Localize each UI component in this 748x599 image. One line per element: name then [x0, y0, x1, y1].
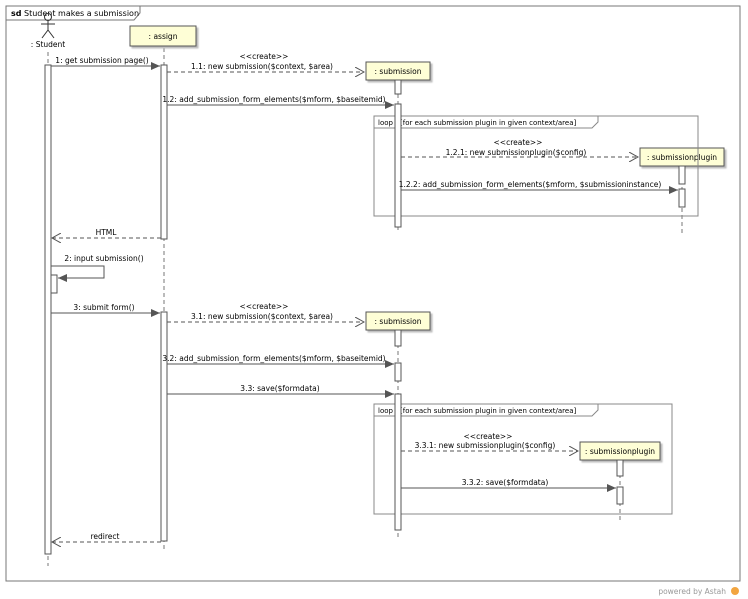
- activation-submission-2-create: [394, 329, 402, 347]
- message-3-3-1[interactable]: <<create>> 3.3.1: new submissionplugin($…: [401, 432, 578, 451]
- message-3-2[interactable]: 3.2: add_submission_form_elements($mform…: [162, 354, 394, 368]
- message-1-1[interactable]: <<create>> 1.1: new submission($context,…: [167, 52, 364, 72]
- message-3-3-label: 3.3: save($formdata): [240, 384, 319, 393]
- message-1-label: 1: get submission page(): [55, 56, 148, 65]
- message-3-1-stereotype: <<create>>: [240, 302, 289, 311]
- return-redirect-label: redirect: [91, 532, 120, 541]
- object-submission-2[interactable]: : submission: [365, 311, 431, 331]
- message-2-label: 2: input submission(): [64, 254, 143, 263]
- loop-1-guard: [for each submission plugin in given con…: [400, 119, 576, 127]
- message-2[interactable]: 2: input submission(): [51, 254, 144, 282]
- actor-student: [41, 13, 55, 39]
- astah-watermark: powered by Astah: [658, 587, 739, 596]
- activation-assign-1: [160, 64, 168, 240]
- object-submission-1[interactable]: : submission: [365, 61, 431, 81]
- object-plugin-2[interactable]: : submissionplugin: [579, 441, 661, 461]
- activation-plugin-1: [678, 188, 686, 208]
- object-submission-2-label: : submission: [375, 317, 422, 326]
- message-1-2-1-label: 1.2.1: new submissionplugin($config): [446, 148, 587, 157]
- message-1-2-2[interactable]: 1.2.2: add_submission_form_elements($mfo…: [399, 180, 678, 194]
- message-3-1[interactable]: <<create>> 3.1: new submission($context,…: [167, 302, 364, 322]
- actor-label: : Student: [31, 40, 65, 49]
- activations: [44, 64, 686, 555]
- loop-1-label: loop: [378, 119, 394, 127]
- frame-title: Student makes a submission: [24, 9, 139, 18]
- message-1-2-1[interactable]: <<create>> 1.2.1: new submissionplugin($…: [401, 138, 638, 157]
- actor-right-leg: [47, 29, 55, 39]
- object-plugin-1-label: : submissionplugin: [647, 153, 717, 162]
- astah-logo-icon: [731, 587, 739, 595]
- loop-2-label: loop: [378, 407, 394, 415]
- activation-plugin-2-create: [616, 459, 624, 477]
- object-assign-label: : assign: [149, 32, 178, 41]
- loop-fragment-2: loop [for each submission plugin in give…: [373, 403, 673, 515]
- loop-2-guard: [for each submission plugin in given con…: [400, 407, 576, 415]
- activation-plugin-2-save: [616, 486, 624, 505]
- loop-fragment-1: loop [for each submission plugin in give…: [373, 115, 699, 217]
- activation-submission-1: [394, 103, 402, 228]
- object-submission-1-label: : submission: [375, 67, 422, 76]
- message-1-2-2-label: 1.2.2: add_submission_form_elements($mfo…: [399, 180, 662, 189]
- message-1-2[interactable]: 1.2: add_submission_form_elements($mform…: [162, 95, 394, 109]
- object-assign[interactable]: : assign: [129, 25, 197, 47]
- object-plugin-2-label: : submissionplugin: [585, 447, 655, 456]
- message-3-2-label: 3.2: add_submission_form_elements($mform…: [162, 354, 385, 363]
- return-redirect[interactable]: redirect: [52, 532, 161, 542]
- message-1-1-stereotype: <<create>>: [240, 52, 289, 61]
- object-plugin-1[interactable]: : submissionplugin: [639, 147, 725, 167]
- message-3-3-1-stereotype: <<create>>: [464, 432, 513, 441]
- message-1-2-label: 1.2: add_submission_form_elements($mform…: [162, 95, 385, 104]
- message-3-1-label: 3.1: new submission($context, $area): [191, 312, 333, 321]
- message-1-2-1-stereotype: <<create>>: [494, 138, 543, 147]
- return-html[interactable]: HTML: [52, 228, 161, 238]
- message-1[interactable]: 1: get submission page(): [51, 56, 160, 70]
- diagram-frame: sd Student makes a submission: [5, 5, 741, 582]
- activation-plugin-1-create: [678, 165, 686, 185]
- return-html-label: HTML: [96, 228, 118, 237]
- activation-student-self: [50, 274, 58, 294]
- activation-submission-2-elements: [394, 362, 402, 382]
- message-3-3-2[interactable]: 3.3.2: save($formdata): [401, 478, 616, 492]
- activation-submission-2-save: [394, 393, 402, 531]
- message-3-3[interactable]: 3.3: save($formdata): [167, 384, 394, 398]
- message-3-3-1-label: 3.3.1: new submissionplugin($config): [415, 441, 556, 450]
- message-3-label: 3: submit form(): [73, 303, 134, 312]
- message-3-3-2-label: 3.3.2: save($formdata): [462, 478, 549, 487]
- watermark-text: powered by Astah: [658, 587, 726, 596]
- frame-kind: sd: [11, 9, 22, 18]
- actor-left-leg: [41, 29, 49, 39]
- activation-student: [44, 64, 52, 555]
- message-3[interactable]: 3: submit form(): [51, 303, 160, 317]
- message-1-1-label: 1.1: new submission($context, $area): [191, 62, 333, 71]
- activation-submission-1-create: [394, 79, 402, 95]
- activation-assign-2: [160, 311, 168, 542]
